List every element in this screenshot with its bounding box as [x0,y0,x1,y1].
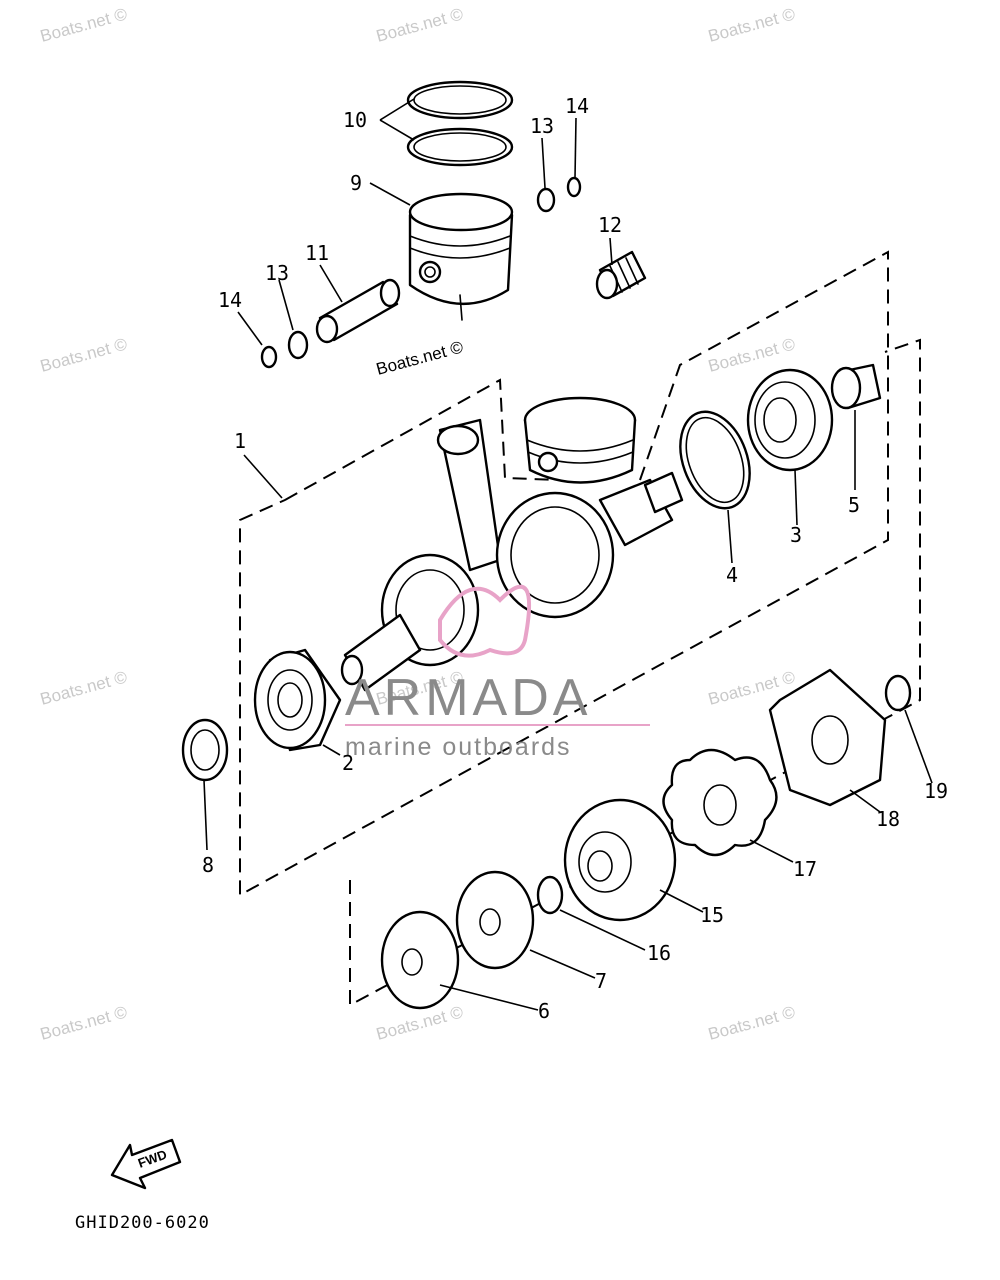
main-bearing-right [746,368,834,472]
watermark: Boats.net © [374,337,465,379]
watermark: Boats.net © [38,667,129,709]
callout-18: 18 [876,807,900,831]
callout-14-left: 14 [218,288,242,312]
callout-12: 12 [598,213,622,237]
needle-bearing [595,250,647,300]
piston-rings [406,80,514,167]
watermark: Boats.net © [706,1002,797,1044]
washer-19 [884,674,912,712]
piston-pin-washer-left [287,330,309,360]
damper [662,748,778,857]
callout-4: 4 [726,563,738,587]
callout-5: 5 [848,493,860,517]
piston [408,192,514,321]
washer-16 [536,875,564,915]
callout-13-left: 13 [265,261,289,285]
callout-16: 16 [647,941,671,965]
callout-17: 17 [793,857,817,881]
callout-10: 10 [343,108,367,132]
fwd-arrow: FWD [110,1138,182,1190]
piston-pin-clip [566,176,582,198]
watermark: Boats.net © [706,4,797,46]
callout-13: 13 [530,114,554,138]
callout-2: 2 [342,751,354,775]
main-bearing-left [253,648,342,752]
collar [830,363,882,410]
crankshaft-group-outline [239,250,889,897]
callout-3: 3 [790,523,802,547]
callout-6: 6 [538,999,550,1023]
piston-pin-washer [536,187,556,213]
drawing-code: GHID200-6020 [75,1213,210,1233]
oil-seal [181,718,229,782]
callout-19: 19 [924,779,948,803]
watermarks: Boats.net © Boats.net © Boats.net © Boat… [38,4,797,1044]
piston-pin [315,278,401,344]
watermark: Boats.net © [38,334,129,376]
armada-logo: ARMADA marine outboards [345,584,650,761]
piston-ring-upper [406,80,514,120]
logo-emblem [438,584,532,658]
crankshaft-assembly [340,396,684,692]
callout-11: 11 [305,241,329,265]
circlip [679,410,751,510]
callout-1: 1 [234,429,246,453]
callout-9: 9 [350,171,362,195]
drive-hub [563,798,677,922]
logo-tagline: marine outboards [345,733,572,761]
watermark: Boats.net © [374,4,465,46]
piston-pin-clip-left [260,345,278,369]
logo-brand: ARMADA [345,669,591,727]
callout-7: 7 [595,969,607,993]
callout-14: 14 [565,94,589,118]
pulley-group-outline [349,338,921,1007]
coupling [768,668,887,807]
pulley-plate-7 [455,870,535,970]
piston-ring-lower [406,127,514,167]
callout-15: 15 [700,903,724,927]
callout-8: 8 [202,853,214,877]
pulley-plate-6 [380,910,460,1010]
watermark: Boats.net © [38,1002,129,1044]
watermark: Boats.net © [38,4,129,46]
leader-lines [203,98,933,1011]
callout-numbers: 10 9 13 14 12 11 13 14 1 5 3 4 2 8 6 7 1… [202,94,948,1023]
